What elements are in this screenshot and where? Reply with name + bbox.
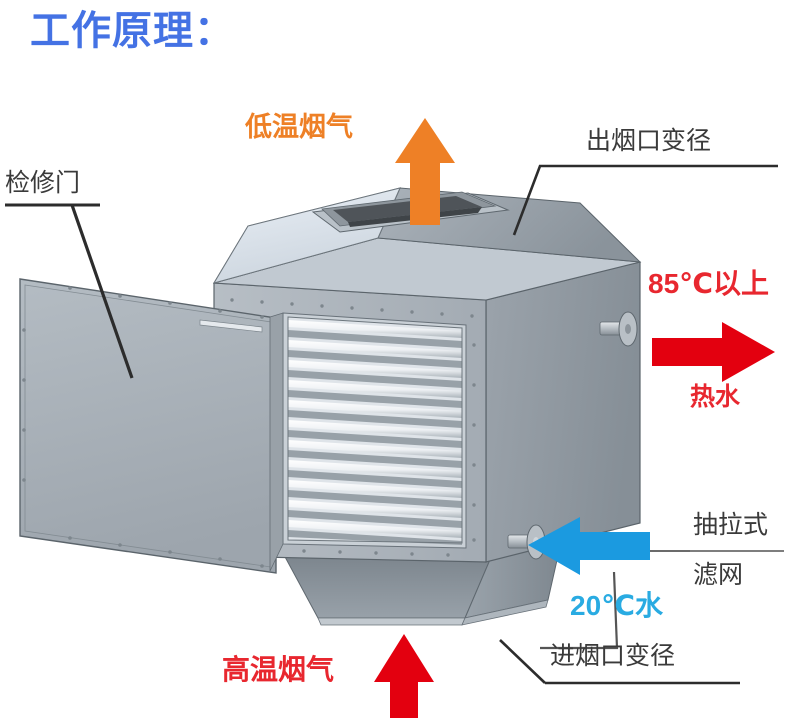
label-cold-water: 20℃水	[570, 590, 664, 621]
high-temp-gas-arrow	[374, 634, 434, 718]
cold-water-arrow	[528, 517, 650, 575]
hot-water-outlet-nozzle	[599, 311, 638, 347]
label-access-door: 检修门	[5, 169, 81, 197]
label-hot-water-temperature: 85℃以上	[648, 268, 770, 299]
page-title: 工作原理：	[30, 9, 235, 53]
flue-gas-outlet-opening	[333, 196, 482, 222]
label-low-temp-gas: 低温烟气	[245, 112, 353, 142]
leader-access-door	[70, 204, 134, 379]
label-hot-water: 热水	[690, 383, 741, 411]
body-right-face	[485, 261, 641, 563]
hot-water-arrow	[652, 322, 775, 382]
label-inlet-reducer: 进烟口变径	[550, 642, 676, 670]
label-filter-screen-line1: 抽拉式	[693, 511, 769, 539]
finned-tube-bundle	[287, 316, 463, 545]
leader-inlet-reducer-2	[499, 639, 546, 684]
label-high-temp-gas: 高温烟气	[222, 654, 335, 685]
label-outlet-reducer: 出烟口变径	[586, 127, 712, 155]
leader-outlet-reducer	[512, 164, 586, 236]
access-door-part	[19, 278, 284, 574]
label-filter-screen-line2: 滤网	[693, 561, 744, 589]
leader-inlet-reducer	[540, 571, 619, 650]
leader-lines	[5, 164, 784, 685]
low-temp-gas-arrow	[395, 118, 455, 225]
